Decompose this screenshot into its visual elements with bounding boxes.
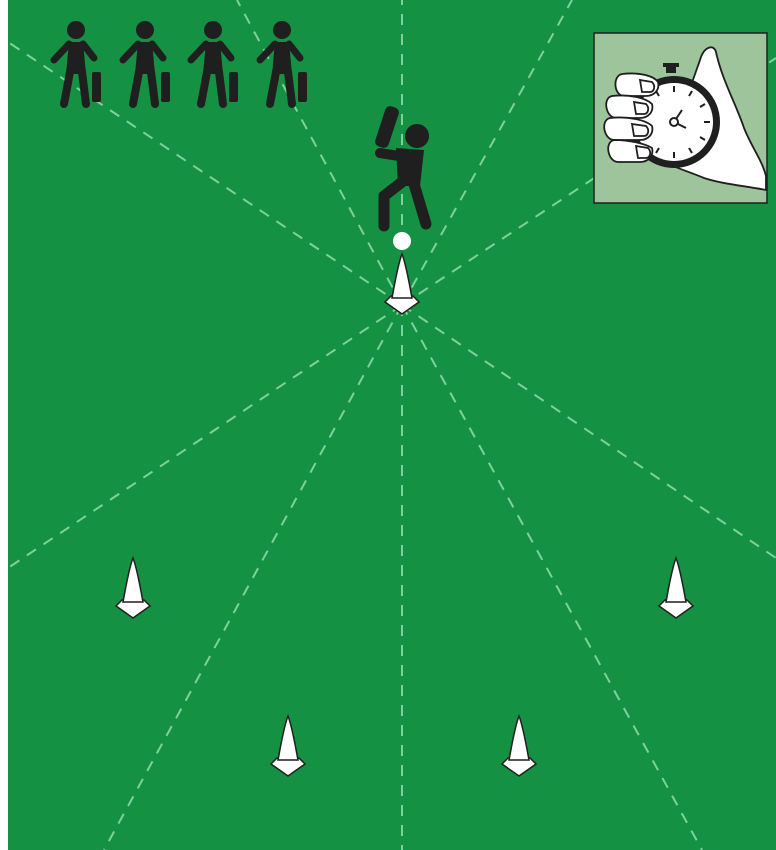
stopwatch-inset — [594, 33, 767, 203]
ball-icon — [393, 232, 411, 250]
